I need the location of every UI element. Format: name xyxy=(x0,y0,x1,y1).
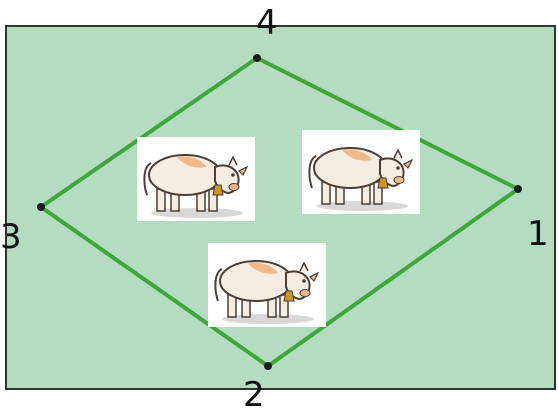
vertex-label-4: 4 xyxy=(256,3,278,43)
cow-icon xyxy=(308,147,414,211)
field-rectangle xyxy=(5,25,556,390)
vertex-dot-4 xyxy=(253,54,261,62)
cow-picture xyxy=(137,137,255,221)
vertex-label-3: 3 xyxy=(0,217,22,257)
vertex-label-1: 1 xyxy=(527,214,549,254)
vertex-label-2: 2 xyxy=(243,375,265,415)
vertex-dot-2 xyxy=(264,362,272,370)
cow-picture xyxy=(302,130,420,214)
vertex-dot-1 xyxy=(514,185,522,193)
cow-icon xyxy=(143,154,249,218)
cow-icon xyxy=(214,260,320,324)
cow-picture xyxy=(208,243,326,327)
vertex-dot-3 xyxy=(37,203,45,211)
